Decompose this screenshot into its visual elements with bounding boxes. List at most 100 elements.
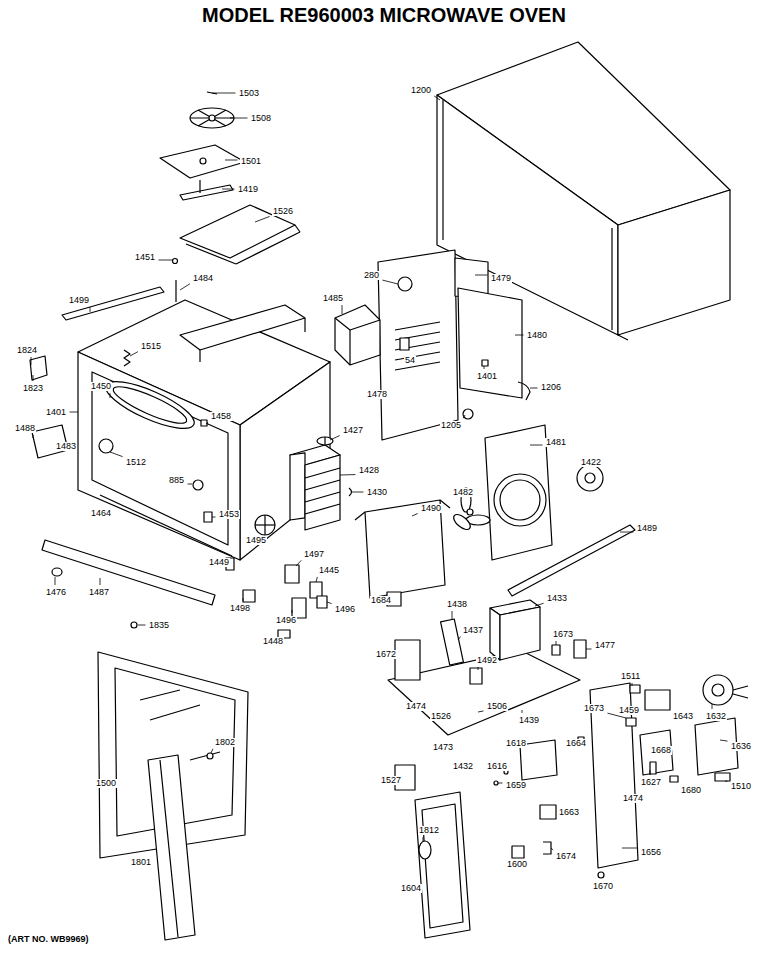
control-panel-part	[626, 718, 636, 726]
leader-line	[423, 837, 424, 842]
leader-line	[620, 532, 634, 533]
leader-line	[586, 649, 592, 650]
leader-line	[33, 375, 34, 381]
stirrer-fan	[190, 92, 234, 128]
leader-line	[292, 610, 293, 613]
lamp-panel-part	[400, 338, 409, 350]
callout-number: 1464	[90, 509, 112, 518]
control-panel-part	[598, 872, 604, 878]
magnetron-part	[305, 455, 340, 530]
fan-blade-small	[255, 515, 275, 535]
bottom-strip-part	[42, 540, 215, 605]
callout-number: 1473	[432, 743, 454, 752]
leader-line	[434, 96, 440, 100]
control-front-panel-part	[422, 804, 463, 928]
leader-line	[712, 704, 713, 709]
oven-cavity-part	[304, 318, 305, 332]
leader-line	[475, 275, 488, 276]
fan-blade	[451, 488, 490, 532]
control-panel-part	[715, 773, 730, 781]
leader-line	[212, 517, 216, 518]
callout-number: 1823	[22, 384, 44, 393]
lamp-panel-part	[518, 382, 530, 400]
leader-line	[551, 848, 553, 850]
callout-number: 1476	[45, 588, 67, 597]
control-panel-part	[640, 730, 673, 775]
oven-cavity-part	[201, 420, 207, 426]
control-panel-part	[540, 805, 556, 819]
magnetron-part	[305, 468, 340, 478]
waveguide-cover-part	[236, 232, 300, 264]
leader-line	[55, 577, 56, 585]
base-bracket	[355, 500, 450, 598]
oven-cavity-part	[204, 512, 212, 522]
fan-blade-small-part	[264, 515, 265, 535]
door-part	[131, 622, 137, 628]
leader-line	[412, 514, 418, 516]
control-panel	[494, 675, 748, 878]
base-bracket-part	[365, 500, 445, 598]
diagram-title: MODEL RE960003 MICROWAVE OVEN	[0, 4, 768, 26]
callout-number: 1526	[430, 712, 452, 721]
callout-number: 1824	[16, 346, 38, 355]
leader-line	[327, 602, 332, 604]
stirrer-bracket	[180, 180, 233, 200]
leader-line	[720, 740, 728, 741]
callout-number: 1670	[592, 882, 614, 891]
side-brackets-part	[30, 356, 47, 380]
callout-number: 1422	[580, 458, 602, 467]
stirrer-bracket-part	[180, 185, 233, 200]
callout-number: 1672	[375, 650, 397, 659]
stirrer-fan-part	[198, 110, 226, 126]
magnetron-part	[305, 492, 340, 502]
control-panel-part	[712, 684, 724, 696]
leader-line	[556, 641, 557, 645]
leader-line	[159, 260, 172, 261]
callout-number: 1499	[68, 296, 90, 305]
leader-line	[535, 603, 544, 606]
fan-blade-part	[467, 509, 473, 515]
oven-cavity-part	[180, 305, 305, 350]
leader-line	[225, 160, 238, 161]
callout-number: 1485	[322, 294, 344, 303]
leader-line	[90, 307, 91, 312]
lamp-panel-part	[378, 250, 458, 440]
callout-number: 1427	[342, 426, 364, 435]
stirrer-bracket-part	[199, 180, 200, 193]
leader-line	[70, 412, 78, 413]
leader-line	[478, 667, 479, 670]
callout-number: 1512	[125, 458, 147, 467]
control-front-panel-part	[415, 792, 470, 938]
air-duct-part	[335, 318, 350, 330]
callout-number: 1458	[210, 412, 232, 421]
bottom-strip-part	[52, 568, 62, 576]
base-plate-part	[395, 640, 420, 680]
door-choke-part	[160, 760, 178, 937]
callout-number: 1680	[680, 786, 702, 795]
oven-cavity	[78, 300, 330, 560]
callout-number: 1604	[400, 884, 422, 893]
air-duct-part	[350, 320, 380, 330]
callout-number: 1487	[88, 588, 110, 597]
leader-line	[296, 560, 301, 566]
cavity-bar-part	[62, 287, 164, 320]
door-part	[150, 705, 200, 720]
air-duct	[335, 305, 380, 365]
waveguide-cover-part	[180, 205, 295, 258]
oven-cavity-part	[124, 350, 130, 366]
leader-line	[230, 118, 248, 119]
fan-bracket-part	[485, 425, 552, 560]
callout-number: 1527	[380, 776, 402, 785]
leader-line	[342, 305, 343, 314]
leader-line	[138, 625, 146, 626]
callout-number: 1489	[636, 524, 658, 533]
base-plate-part	[500, 607, 540, 660]
oven-cavity-part	[100, 495, 232, 556]
leader-line	[725, 781, 728, 782]
callout-number: 1439	[518, 716, 540, 725]
leader-line	[211, 749, 213, 753]
lamp-panel-part	[463, 409, 473, 419]
callout-number: 1438	[446, 600, 468, 609]
